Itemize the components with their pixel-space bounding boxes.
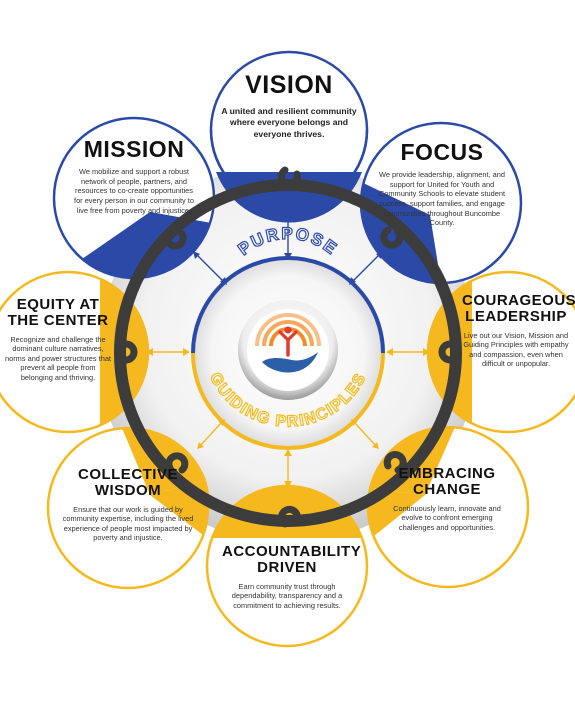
ring-links bbox=[114, 166, 462, 528]
collective-text: Ensure that our work is guided by commun… bbox=[62, 504, 194, 543]
equity-text: Recognize and challenge the dominant cul… bbox=[5, 334, 111, 383]
embracing-text: Continuously learn, innovate and evolve … bbox=[393, 503, 501, 532]
focus-text: We provide leadership, alignment, and su… bbox=[378, 170, 506, 228]
connector-arrows bbox=[146, 212, 430, 488]
united-way-hand-icon bbox=[255, 313, 321, 373]
focus-title: FOCUS bbox=[400, 139, 484, 165]
vision-text: A united and resilient community where e… bbox=[221, 106, 357, 139]
vision-node: VISION A united and resilient community … bbox=[214, 72, 364, 140]
mission-node: MISSION We mobilize and support a robust… bbox=[70, 137, 198, 215]
inner-gold-arc bbox=[191, 352, 385, 450]
accountability-text: Earn community trust through dependabili… bbox=[231, 581, 343, 610]
mission-title: MISSION bbox=[83, 136, 185, 162]
mission-text: We mobilize and support a robust network… bbox=[74, 167, 194, 215]
focus-node: FOCUS We provide leadership, alignment, … bbox=[376, 140, 508, 228]
vision-title: VISION bbox=[245, 71, 333, 99]
courageous-text: Live out our Vision, Mission and Guiding… bbox=[463, 330, 569, 369]
